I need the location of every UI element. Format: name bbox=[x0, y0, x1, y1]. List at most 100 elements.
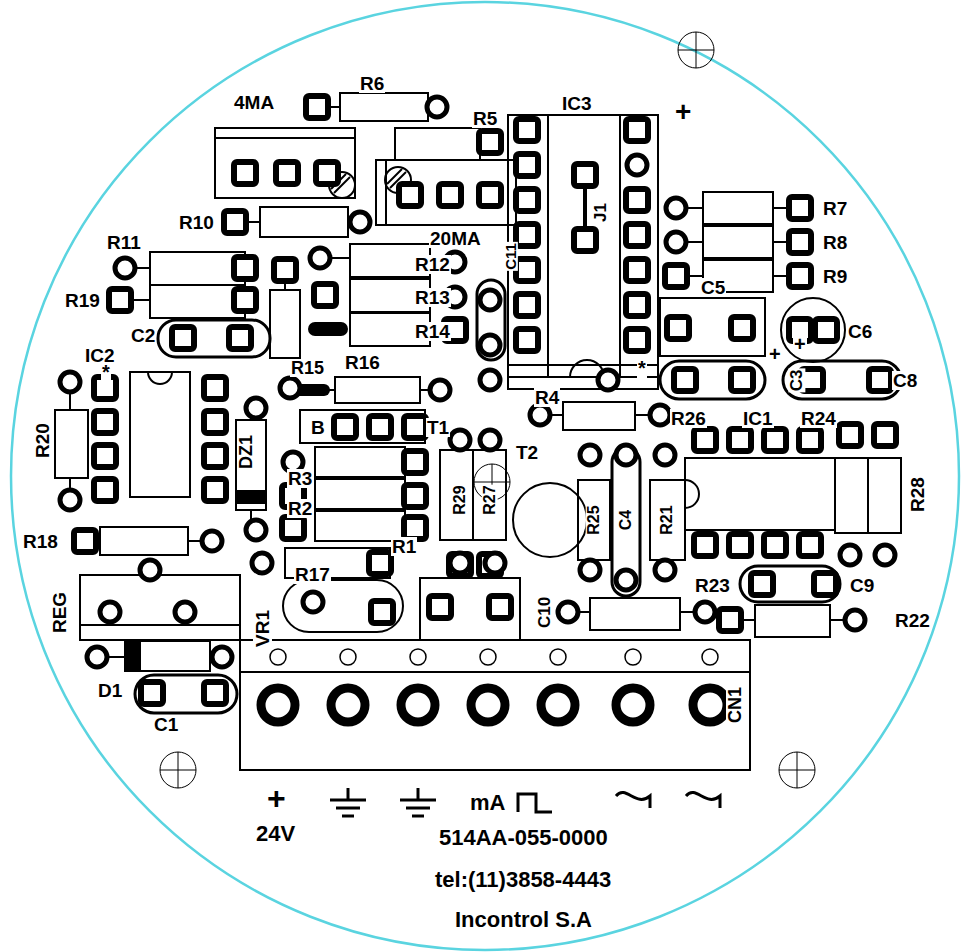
silkscreen-rect bbox=[685, 458, 835, 530]
silkscreen-line bbox=[336, 807, 360, 810]
silkscreen-use bbox=[60, 372, 80, 392]
silkscreen-rect bbox=[55, 410, 88, 478]
part-label: R7 bbox=[822, 199, 848, 218]
part-label: R19 bbox=[64, 291, 101, 310]
silkscreen-use bbox=[764, 429, 786, 451]
silkscreen-use bbox=[779, 752, 815, 788]
silkscreen-use bbox=[234, 162, 256, 184]
part-label: + bbox=[768, 344, 782, 364]
part-label: 4MA bbox=[233, 93, 275, 112]
part-label: R26 bbox=[670, 409, 707, 428]
silkscreen-use bbox=[334, 416, 356, 438]
part-label: D1 bbox=[97, 681, 123, 700]
silkscreen-use bbox=[626, 189, 648, 211]
silkscreen-line bbox=[330, 799, 366, 802]
part-label: C3 bbox=[788, 369, 805, 393]
silkscreen-use bbox=[530, 405, 550, 425]
silkscreen-use bbox=[789, 265, 811, 287]
silkscreen-use bbox=[404, 451, 426, 473]
silkscreen-rect bbox=[395, 128, 480, 160]
silkscreen-use bbox=[234, 289, 256, 311]
silkscreen-use bbox=[204, 445, 226, 467]
part-label: R25 bbox=[586, 504, 602, 535]
silkscreen-use bbox=[719, 609, 741, 631]
silkscreen-use bbox=[516, 329, 538, 351]
silkscreen-rect bbox=[660, 361, 765, 399]
silkscreen-use bbox=[340, 649, 356, 665]
silkscreen-use bbox=[616, 445, 636, 465]
silkscreen-path bbox=[686, 793, 720, 808]
silkscreen-use bbox=[695, 602, 715, 622]
silkscreen-circle bbox=[513, 483, 587, 557]
part-label: R17 bbox=[294, 565, 331, 584]
part-label: R11 bbox=[106, 233, 142, 252]
silkscreen-use bbox=[314, 284, 336, 306]
silkscreen-use bbox=[229, 327, 251, 349]
silkscreen-use bbox=[310, 248, 330, 268]
silkscreen-rect bbox=[315, 447, 405, 477]
silkscreen-use bbox=[666, 232, 686, 252]
part-label: 514AA-055-0000 bbox=[438, 827, 609, 849]
part-label: R8 bbox=[822, 233, 848, 252]
silkscreen-use bbox=[369, 416, 391, 438]
silkscreen-use bbox=[674, 369, 696, 391]
part-label: C8 bbox=[892, 371, 918, 390]
silkscreen-rect bbox=[508, 115, 658, 377]
silkscreen-rect bbox=[473, 450, 506, 540]
part-label: 24V bbox=[255, 823, 296, 845]
silkscreen-use bbox=[731, 317, 753, 339]
silkscreen-use bbox=[574, 164, 596, 186]
silkscreen-use bbox=[140, 560, 160, 580]
silkscreen-rect bbox=[590, 598, 680, 630]
silkscreen-rect bbox=[508, 365, 658, 389]
silkscreen-rect bbox=[703, 226, 773, 258]
part-label: C5 bbox=[700, 278, 726, 297]
part-label: C2 bbox=[130, 326, 156, 345]
silkscreen-use bbox=[480, 290, 500, 310]
silkscreen-use bbox=[731, 369, 753, 391]
part-label: T1 bbox=[426, 418, 450, 437]
silkscreen-use bbox=[87, 647, 107, 667]
silkscreen-use bbox=[839, 424, 861, 446]
silkscreen-use bbox=[845, 610, 865, 630]
silkscreen-use bbox=[212, 647, 232, 667]
silkscreen-use bbox=[789, 231, 811, 253]
silkscreen-use bbox=[678, 32, 714, 68]
silkscreen-use bbox=[404, 416, 426, 438]
silkscreen-use bbox=[261, 688, 295, 722]
silkscreen-line bbox=[80, 624, 240, 626]
silkscreen-use bbox=[429, 596, 451, 618]
part-label: C4 bbox=[618, 509, 634, 531]
silkscreen-rect bbox=[420, 578, 520, 640]
silkscreen-use bbox=[479, 131, 501, 153]
terminal-symbols bbox=[330, 788, 720, 816]
part-label: R14 bbox=[414, 322, 451, 341]
silkscreen-use bbox=[204, 682, 226, 704]
part-label: R28 bbox=[908, 476, 927, 513]
silkscreen-use bbox=[369, 552, 391, 574]
silkscreen-use bbox=[204, 479, 226, 501]
silkscreen-use bbox=[471, 688, 505, 722]
silkscreen-use bbox=[665, 265, 687, 287]
silkscreen-use bbox=[160, 752, 196, 788]
silkscreen-use bbox=[480, 430, 500, 450]
silkscreen-use bbox=[404, 517, 426, 539]
silkscreen-use bbox=[729, 534, 751, 556]
silkscreen-use bbox=[516, 224, 538, 246]
silkscreen-use bbox=[450, 553, 470, 573]
silkscreen-rect bbox=[125, 641, 210, 671]
part-label: VR1 bbox=[253, 609, 272, 648]
silkscreen-line bbox=[240, 671, 750, 673]
silkscreen-use bbox=[439, 184, 461, 206]
silkscreen-use bbox=[693, 688, 727, 722]
part-label: + bbox=[266, 782, 287, 814]
part-label: DZ1 bbox=[237, 434, 255, 470]
silkscreen-use bbox=[764, 534, 786, 556]
silkscreen-rect bbox=[660, 298, 765, 356]
part-label: J1 bbox=[592, 202, 609, 223]
silkscreen-use bbox=[252, 553, 272, 573]
silkscreen-use bbox=[667, 317, 689, 339]
part-label: mA bbox=[469, 792, 506, 814]
silkscreen-rect bbox=[868, 458, 901, 533]
silkscreen-use bbox=[204, 377, 226, 399]
